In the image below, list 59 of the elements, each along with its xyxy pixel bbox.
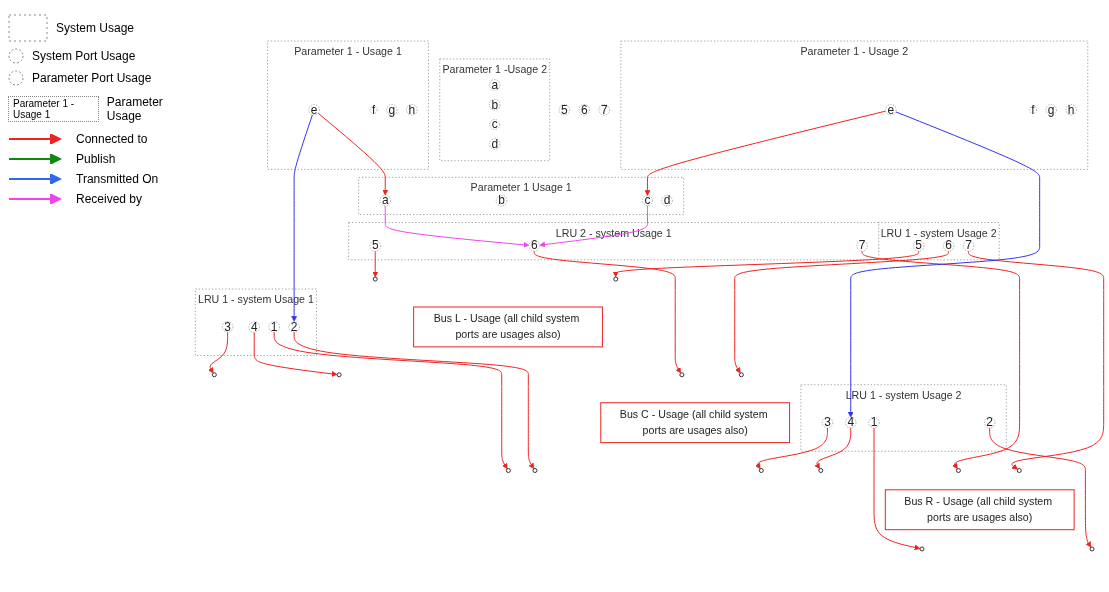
node-circle bbox=[738, 372, 744, 378]
node-circle: 5 bbox=[369, 240, 381, 252]
node-box: Bus L - Usage (all child system ports are usages also) bbox=[413, 306, 603, 348]
legend-text: Received by bbox=[76, 192, 143, 206]
node-box: Bus C - Usage (all child system ports are usages also) bbox=[600, 402, 791, 444]
node-circle bbox=[1089, 546, 1095, 552]
node-circle: e bbox=[308, 104, 320, 116]
node-circle bbox=[505, 468, 511, 473]
legend-sample-label: Parameter 1 - Usage 1 bbox=[8, 96, 99, 122]
node-circle: b bbox=[495, 194, 508, 207]
node-circle: 7 bbox=[856, 240, 868, 252]
node-circle: e bbox=[885, 104, 897, 116]
node-circle bbox=[919, 546, 925, 552]
legend-text: System Port Usage bbox=[32, 49, 136, 63]
node-circle: 3 bbox=[821, 417, 834, 429]
node-circle: 1 bbox=[268, 321, 280, 333]
node-circle: 4 bbox=[845, 417, 857, 429]
node-circle: 6 bbox=[528, 240, 540, 252]
node-circle bbox=[532, 468, 538, 473]
node-circle: 3 bbox=[222, 321, 234, 333]
node-circle: 2 bbox=[984, 417, 996, 429]
node-circle bbox=[613, 276, 619, 282]
legend-text: System Usage bbox=[56, 21, 135, 35]
legend-text: Publish bbox=[76, 152, 116, 166]
legend-text: Connected to bbox=[76, 132, 148, 146]
node-circle bbox=[211, 372, 217, 378]
node-circle: a bbox=[379, 194, 391, 207]
node-circle: b bbox=[489, 99, 501, 111]
node-circle: 6 bbox=[578, 104, 590, 116]
legend-text: Parameter Usage bbox=[106, 95, 164, 123]
node-circle bbox=[336, 372, 342, 378]
node-circle: d bbox=[661, 194, 673, 207]
node-circle bbox=[679, 372, 685, 378]
node-circle: f bbox=[1028, 105, 1037, 114]
node-circle: 5 bbox=[913, 240, 925, 252]
node-circle: a bbox=[489, 79, 501, 91]
legend-text: Transmitted On bbox=[76, 172, 159, 186]
node-box: Bus R - Usage (all child system ports are usages also) bbox=[884, 489, 1075, 531]
node-circle: 7 bbox=[598, 104, 610, 116]
node-circle: 1 bbox=[868, 417, 880, 429]
node-circle: 4 bbox=[248, 321, 260, 333]
node-circle bbox=[955, 468, 961, 473]
node-circle: g bbox=[1045, 104, 1057, 116]
node-circle bbox=[372, 276, 378, 282]
node-circle: d bbox=[489, 138, 501, 150]
legend-text: Parameter Port Usage bbox=[32, 71, 152, 85]
node-circle: f bbox=[369, 105, 378, 114]
node-circle: h bbox=[406, 104, 418, 116]
node-circle: 2 bbox=[288, 321, 300, 333]
node-circle: c bbox=[642, 195, 653, 206]
node-circle: c bbox=[489, 119, 501, 130]
node-circle: g bbox=[386, 104, 398, 116]
node-circle: 6 bbox=[942, 240, 955, 252]
node-circle bbox=[1016, 468, 1022, 473]
node-circle bbox=[818, 468, 824, 473]
node-circle bbox=[758, 468, 764, 473]
node-circle: h bbox=[1065, 104, 1077, 116]
node-circle: 7 bbox=[962, 240, 975, 252]
node-circle: 5 bbox=[558, 104, 570, 116]
